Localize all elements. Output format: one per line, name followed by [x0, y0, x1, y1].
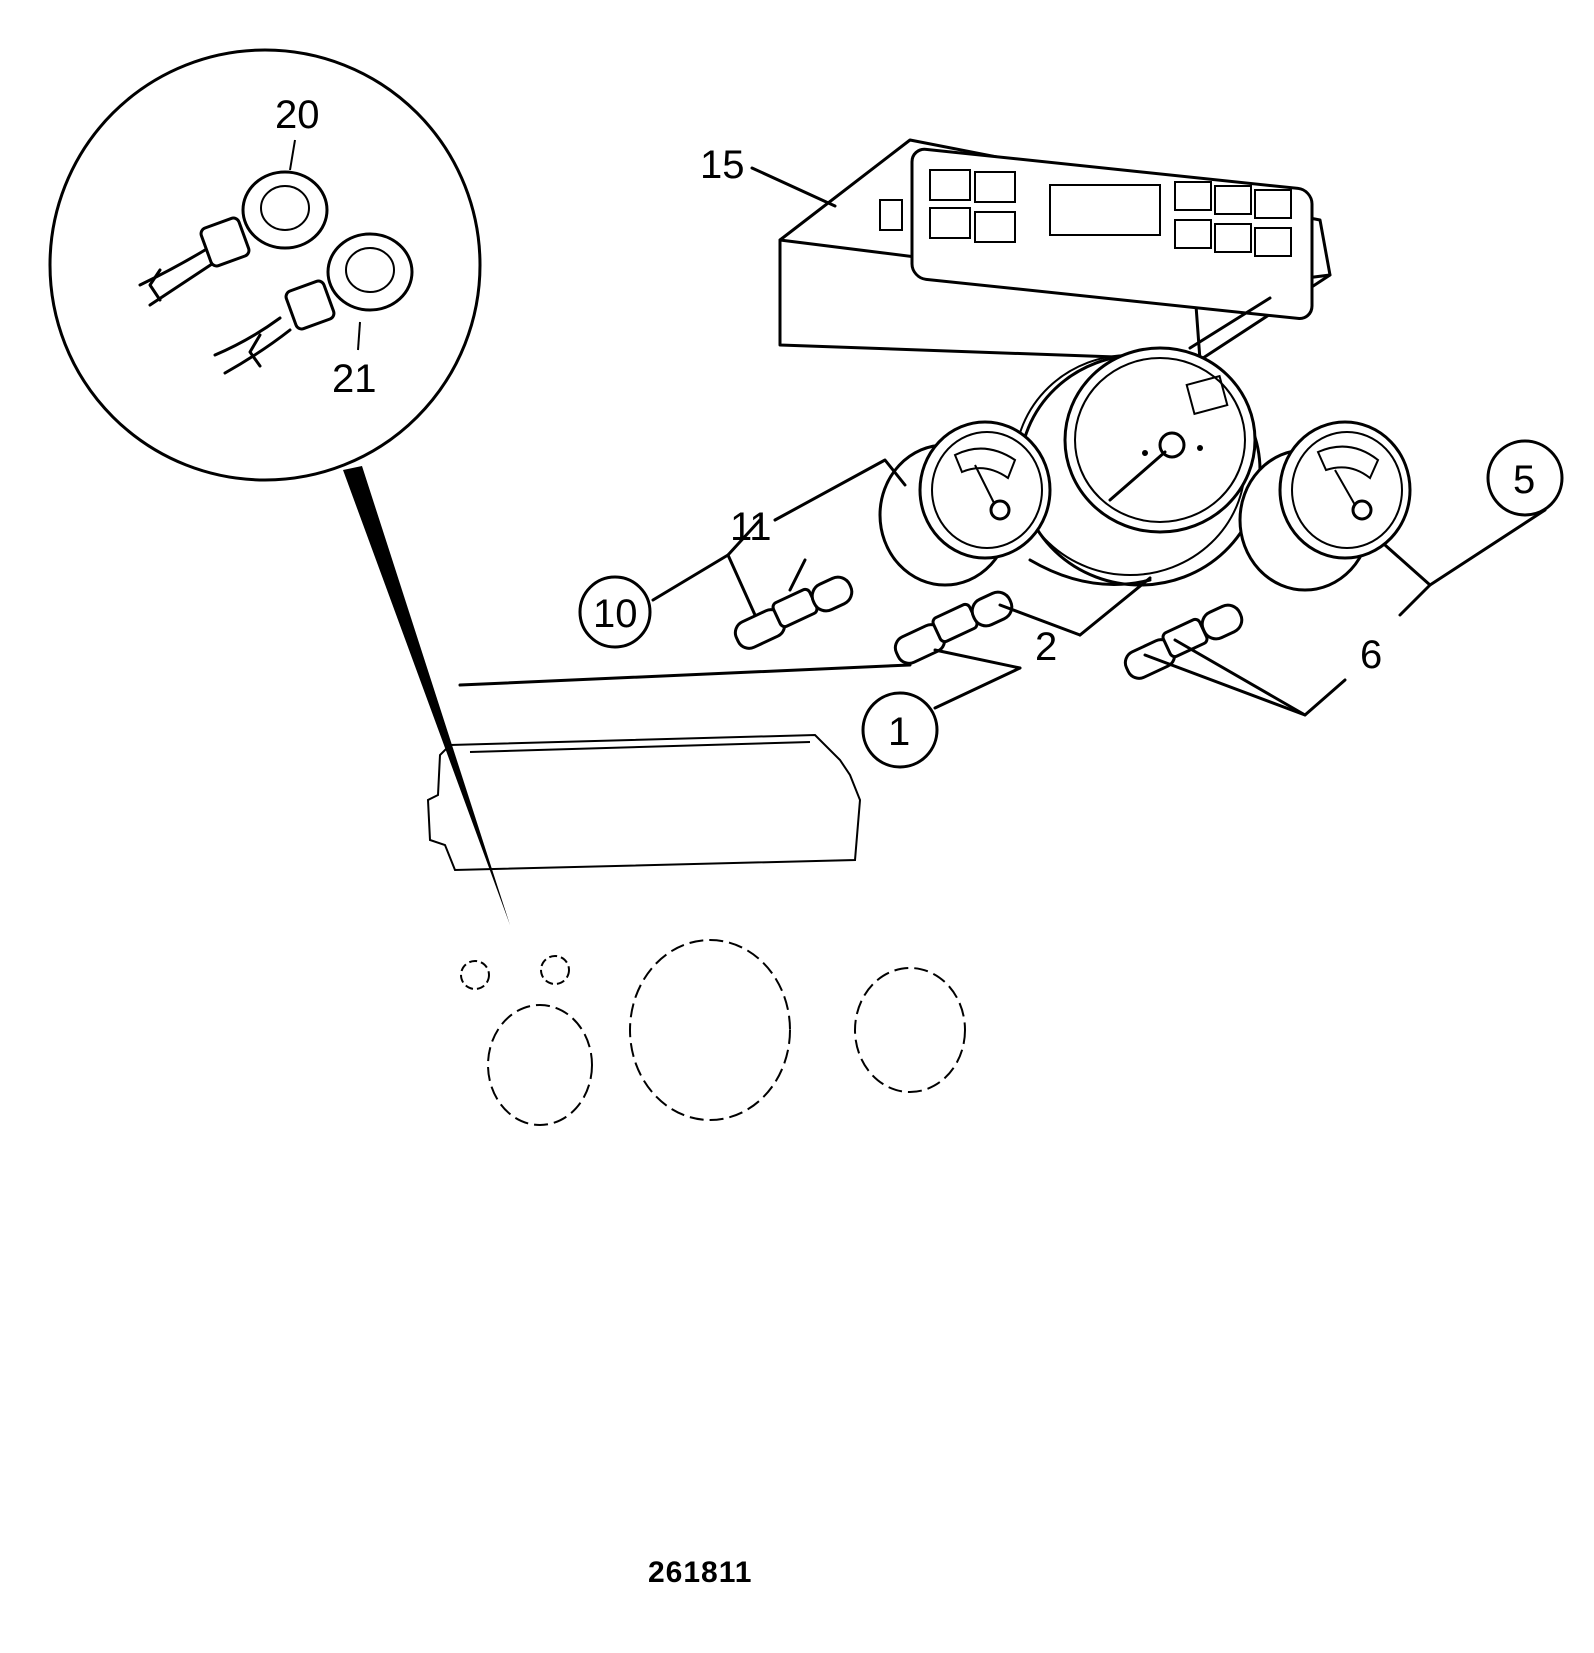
display-unit-15: 15	[700, 138, 1332, 362]
callout-5: 5	[1513, 458, 1535, 502]
detail-inset: 20 21	[48, 48, 510, 925]
callout-10: 10	[593, 592, 638, 636]
callout-10-circle	[578, 575, 652, 649]
left-gauge	[878, 420, 1052, 587]
callout-11: 11	[730, 505, 772, 549]
warning-lamp-21	[213, 232, 414, 375]
leader-lines	[458, 458, 1547, 717]
bulb-5-6	[1123, 603, 1244, 680]
inset-circle	[48, 48, 482, 482]
callout-20: 20	[275, 93, 320, 137]
callout-2: 2	[1035, 625, 1057, 669]
bulb-1-2	[893, 590, 1014, 665]
right-gauge	[1238, 420, 1412, 592]
panel-bezel-outline	[426, 733, 862, 872]
bulb-10-11	[733, 575, 854, 650]
warning-lamp-20	[138, 170, 329, 307]
callout-1: 1	[888, 710, 910, 754]
callout-21: 21	[332, 357, 377, 401]
callout-6: 6	[1360, 633, 1382, 677]
speedometer-gauge	[1014, 346, 1262, 587]
callout-5-circle	[1486, 439, 1564, 517]
callout-15: 15	[700, 143, 745, 187]
figure-number: 261811	[648, 1556, 752, 1589]
callouts: 11 10 2 1 6 5	[578, 439, 1564, 769]
callout-1-circle	[861, 691, 939, 769]
panel-cutouts	[460, 939, 966, 1126]
display-segments	[879, 169, 1292, 257]
inset-pointer	[343, 466, 510, 925]
